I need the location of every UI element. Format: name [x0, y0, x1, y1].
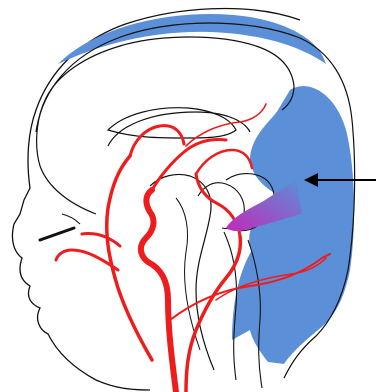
eyebrow-mark	[40, 228, 74, 240]
anterior-cerebral-artery	[130, 126, 184, 156]
middle-cerebral-artery	[152, 140, 226, 191]
internal-carotid-artery	[141, 190, 176, 392]
eyelid-line	[62, 214, 80, 224]
posterior-cerebral-artery	[196, 150, 252, 174]
maxillary-artery-branch	[82, 234, 120, 247]
superior-fluid-band	[58, 14, 326, 64]
lateral-ventricle	[108, 108, 236, 138]
